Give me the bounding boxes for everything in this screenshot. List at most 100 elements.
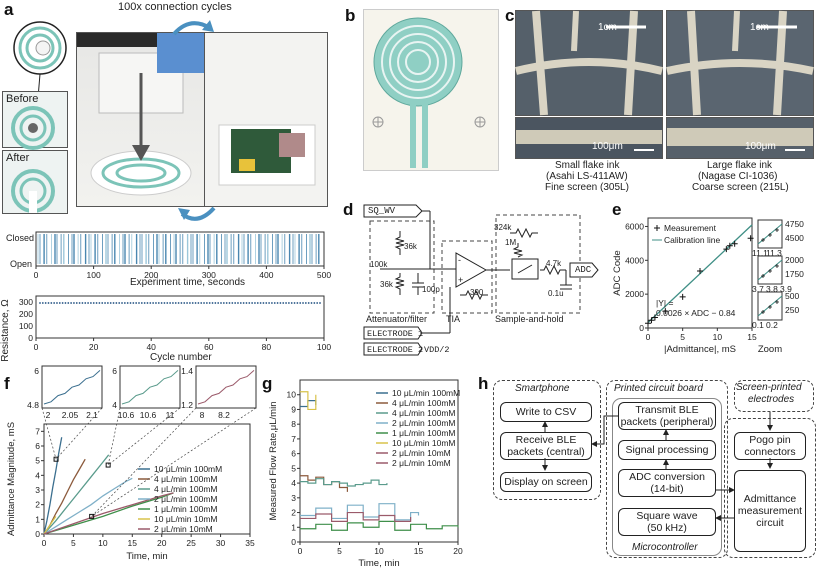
resistance-point	[138, 302, 140, 304]
f-ytick-label: 0	[35, 529, 40, 539]
resistance-point	[316, 302, 319, 304]
after-photo	[2, 150, 68, 214]
resistance-point	[191, 302, 194, 304]
resistance-point	[245, 302, 248, 304]
e-measurement-point	[662, 308, 669, 315]
resistance-point	[143, 302, 146, 304]
e-zoom-xtick-label: 0.1	[752, 320, 764, 330]
panel-a-label: a	[4, 0, 14, 19]
resistance-point	[194, 302, 197, 304]
after-label: After	[6, 152, 30, 164]
resistance-point	[160, 302, 163, 304]
f-xlabel: Time, min	[126, 551, 167, 562]
scale-100um-right: 100μm	[745, 141, 776, 152]
microcontroller-group	[612, 398, 722, 556]
f-ytick-label: 2	[35, 500, 40, 510]
resistance-point	[152, 302, 155, 304]
resistance-point	[109, 302, 112, 304]
resistance-point	[98, 302, 101, 304]
connector-photo-right	[204, 32, 328, 207]
timeline-xtick-label: 100	[87, 270, 101, 280]
resistance-ytick-label: 100	[19, 321, 33, 331]
f-series-line	[43, 454, 110, 535]
f-inset-ytick-label: 6	[34, 366, 39, 376]
f-inset-connector	[91, 407, 257, 517]
res-1m: 1M	[505, 238, 517, 247]
panel-g-label: g	[262, 374, 273, 393]
res-36k-top: 36k	[404, 242, 417, 251]
resistance-point	[290, 302, 293, 304]
g-xtick-label: 0	[298, 546, 303, 556]
resistance-point	[225, 302, 228, 304]
attenuator-label: Attenuator/filter	[366, 314, 428, 324]
f-inset-line	[197, 370, 255, 405]
f-xtick-label: 20	[157, 538, 167, 548]
f-series-line	[43, 477, 133, 535]
e-measurement-point	[731, 240, 738, 247]
resistance-point	[174, 302, 177, 304]
e-zoom-point	[768, 305, 772, 309]
f-series-line	[43, 437, 63, 535]
resistance-point	[242, 302, 245, 304]
small-flake-micro-photo	[515, 117, 663, 159]
resistance-xtick-label: 80	[262, 342, 272, 352]
resistance-point	[101, 302, 104, 304]
e-measurement-point	[651, 314, 658, 321]
resistance-point	[169, 302, 172, 304]
resistance-point	[58, 302, 61, 304]
resistance-point	[293, 302, 296, 304]
e-measurement-point	[679, 293, 686, 300]
e-measurement-point	[648, 317, 655, 324]
res-390: 390	[470, 288, 484, 297]
g-ytick-label: 6	[291, 449, 296, 459]
e-measurement-point	[723, 246, 730, 253]
resistance-point	[276, 302, 279, 304]
e-ytick-label: 6000	[625, 221, 644, 231]
resistance-xtick-label: 100	[317, 342, 331, 352]
f-series-line	[43, 492, 174, 535]
g-ytick-label: 7	[291, 434, 296, 444]
f-legend-label: 4 μL/min 100mM	[154, 484, 217, 494]
f-ytick-label: 6	[35, 441, 40, 451]
panel-a-title: 100x connection cycles	[118, 1, 232, 13]
g-ytick-label: 2	[291, 508, 296, 518]
opamp-plus: +	[458, 275, 464, 285]
resistance-point	[180, 302, 183, 304]
resistance-point	[239, 302, 242, 304]
res-324k: 324k	[494, 223, 512, 232]
large-flake-micro-photo	[666, 117, 814, 159]
e-zoom-xtick-label: 0.2	[766, 320, 778, 330]
g-legend-label: 10 μL/min 100mM	[392, 388, 460, 398]
f-ytick-label: 4	[35, 470, 40, 480]
resistance-point	[304, 302, 307, 304]
resistance-ylabel: Resistance, Ω	[0, 299, 11, 362]
resistance-xlabel: Cycle number	[150, 352, 212, 363]
resistance-point	[296, 302, 299, 304]
g-ytick-label: 8	[291, 419, 296, 429]
e-zoom-xtick-label: 11.3	[766, 248, 782, 258]
e-legend-calibration: Calibration line	[664, 235, 720, 245]
resistance-point	[319, 302, 321, 304]
e-measurement-point	[726, 242, 733, 249]
timeline-xtick-label: 400	[259, 270, 273, 280]
f-inset-xtick-label: 2	[46, 410, 51, 420]
right-caption-2: (Nagase CI-1036)	[698, 171, 778, 182]
g-ylabel: Measured Flow Rate,μL/min	[268, 402, 279, 521]
resistance-point	[70, 302, 73, 304]
f-series-line	[43, 492, 174, 535]
f-inset-xtick-label: 2.05	[62, 410, 79, 420]
resistance-point	[129, 302, 132, 304]
f-legend-label: 10 μL/min 10mM	[154, 514, 217, 524]
vdd-label: VDD/2	[424, 345, 450, 355]
res-4-7k: 4.7k	[546, 259, 562, 268]
resistance-xtick-label: 60	[204, 342, 214, 352]
e-zoom-ytick-label: 250	[785, 305, 799, 315]
g-legend-label: 10 μL/min 10mM	[392, 438, 455, 448]
resistance-xtick-label: 40	[146, 342, 156, 352]
g-ytick-label: 4	[291, 478, 296, 488]
g-xtick-label: 10	[374, 546, 384, 556]
f-xtick-label: 35	[245, 538, 255, 548]
f-inset-ytick-label: 6	[112, 366, 117, 376]
